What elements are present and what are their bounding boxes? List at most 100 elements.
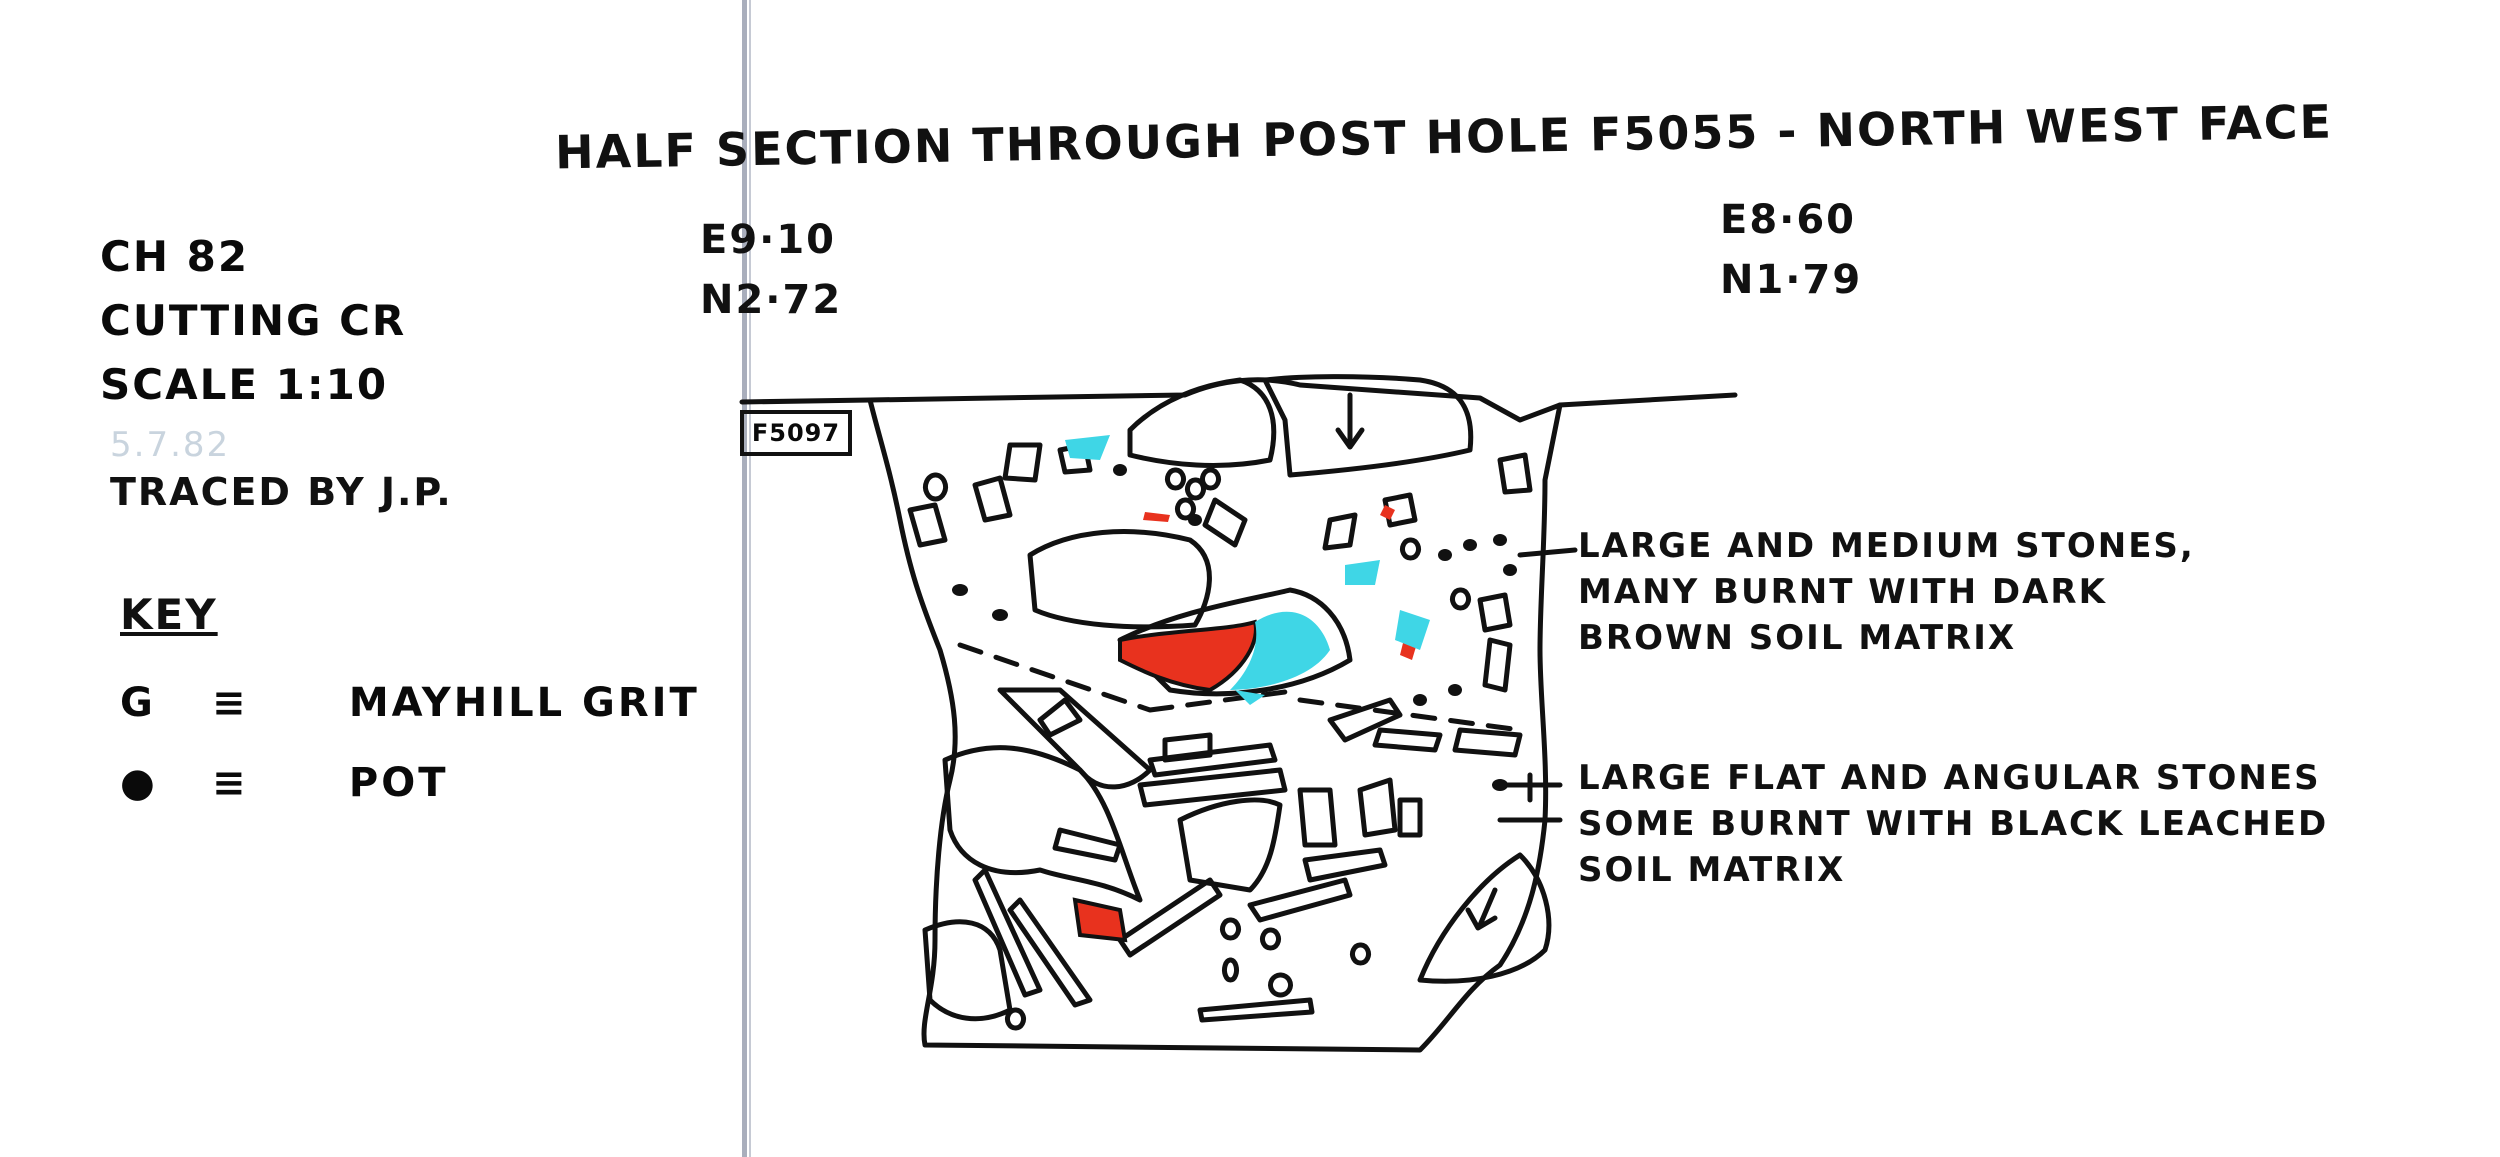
flat-stone <box>1137 767 1288 808</box>
large-stone <box>997 687 1153 790</box>
annotation-line: LARGE AND MEDIUM STONES, <box>1578 526 2195 566</box>
pot-sherd-icon <box>1503 564 1517 576</box>
pebble <box>1200 467 1221 491</box>
flat-stone <box>1147 742 1278 778</box>
annotation-line: MANY BURNT WITH DARK <box>1578 572 2107 612</box>
key-equals: ≡ <box>211 680 249 726</box>
pebble <box>1175 497 1196 521</box>
large-stone-slab <box>1262 374 1474 478</box>
medium-stone <box>907 502 948 548</box>
flat-stone <box>972 867 1043 998</box>
site-code: CH 82 <box>100 232 250 281</box>
pot-sherd-icon <box>952 584 968 596</box>
mayhill-grit-cyan <box>1230 611 1330 690</box>
medium-stone <box>1497 452 1533 495</box>
annotation-line: BROWN SOIL MATRIX <box>1578 618 2017 658</box>
pebble <box>1400 537 1421 561</box>
flat-stone <box>1117 877 1223 958</box>
key-heading: KEY <box>120 590 218 639</box>
medium-stone <box>972 475 1013 523</box>
northing-left: N2·72 <box>700 277 843 323</box>
pot-sherd-icon <box>1113 464 1127 476</box>
medium-stone <box>1477 592 1513 633</box>
medium-stone <box>1202 497 1248 548</box>
pebble <box>1220 917 1241 941</box>
flat-stone <box>1302 847 1388 883</box>
flat-stone <box>1397 797 1423 838</box>
feature-label-box: F5097 <box>740 410 852 456</box>
pebble <box>1005 1007 1026 1031</box>
annotation-upper: LARGE AND MEDIUM STONES, MANY BURNT WITH… <box>1578 523 2195 661</box>
site-info: CH 82 CUTTING CR SCALE 1:10 <box>100 225 406 417</box>
pot-sherd-icon <box>1492 779 1508 791</box>
faint-date: 5.7.82 <box>110 425 231 465</box>
large-stone <box>922 919 1013 1022</box>
key-row-mayhill-grit: G ≡ MAYHILL GRIT <box>120 680 700 726</box>
burnt-stone-red <box>1118 619 1258 693</box>
ground-surface-line <box>739 377 1738 423</box>
mayhill-grit-cyan <box>1065 435 1110 460</box>
stone-outline <box>1127 377 1277 468</box>
layer-interface-dashed <box>1297 697 1523 733</box>
easting-right: E8·60 <box>1720 197 1857 243</box>
burnt-stone-red <box>1072 897 1128 943</box>
post-hole-cut-outline <box>867 397 1563 1053</box>
filled-dot-icon: ● <box>120 760 158 806</box>
mayhill-grit-cyan <box>1235 690 1265 705</box>
key-equals: ≡ <box>211 760 249 806</box>
pot-sherd-icon <box>1438 549 1452 561</box>
pebble <box>1268 972 1293 998</box>
coordinate-left: E9·10 N2·72 <box>700 210 842 330</box>
large-stone <box>1177 797 1283 893</box>
annotation-line: SOME BURNT WITH BLACK LEACHED <box>1578 804 2329 844</box>
paper-fold-line <box>742 0 747 1157</box>
layer-interface-dashed <box>957 642 1303 713</box>
pebble <box>1165 467 1186 491</box>
annotation-leader <box>1517 547 1578 558</box>
key-symbol: G <box>120 680 156 726</box>
mayhill-grit-cyan <box>1395 610 1430 650</box>
medium-stone <box>1482 637 1513 693</box>
large-stone <box>942 745 1143 903</box>
flat-stone <box>1372 727 1443 753</box>
annotation-line: SOIL MATRIX <box>1578 850 1846 890</box>
pot-sherd-icon <box>1493 534 1507 546</box>
key-row-pot: ● ≡ POT <box>120 760 448 806</box>
scale-label: SCALE 1:10 <box>100 360 389 409</box>
large-stone <box>1417 852 1552 984</box>
flat-stone <box>1452 727 1523 758</box>
cutting-label: CUTTING CR <box>100 296 407 345</box>
flat-stone <box>1357 777 1398 838</box>
medium-stone <box>1322 512 1358 551</box>
pebble <box>1260 927 1281 951</box>
arrow-down-icon <box>1465 887 1498 931</box>
flat-stone <box>1327 697 1403 743</box>
burnt-stone-red <box>1380 505 1395 520</box>
flat-stone <box>1297 787 1338 848</box>
large-stone <box>1027 529 1212 630</box>
flat-stone <box>1007 897 1093 1008</box>
pebble <box>1350 942 1371 966</box>
flat-stone <box>1247 877 1353 923</box>
pot-sherd-icon <box>1448 684 1462 696</box>
annotation-line: LARGE FLAT AND ANGULAR STONES <box>1578 758 2321 798</box>
arrow-down-icon <box>1335 392 1365 450</box>
northing-right: N1·79 <box>1720 257 1863 303</box>
easting-left: E9·10 <box>700 217 837 263</box>
annotation-leader <box>1497 772 1563 823</box>
coordinate-right: E8·60 N1·79 <box>1720 190 1862 310</box>
flat-stone <box>1197 997 1315 1023</box>
key-label: MAYHILL GRIT <box>348 680 700 726</box>
flat-stone <box>1037 697 1083 738</box>
medium-stone <box>1002 442 1043 483</box>
flat-stone <box>1052 827 1123 863</box>
pot-sherd-icon <box>1413 694 1427 706</box>
pot-sherd-icon <box>1463 539 1477 551</box>
pot-sherd-icon <box>992 609 1008 621</box>
traced-by: TRACED BY J.P. <box>110 470 453 514</box>
mayhill-grit-cyan <box>1345 560 1380 585</box>
pebble <box>923 472 948 502</box>
annotation-lower: LARGE FLAT AND ANGULAR STONES SOME BURNT… <box>1578 755 2328 893</box>
paper-fold-shadow <box>749 0 751 1157</box>
